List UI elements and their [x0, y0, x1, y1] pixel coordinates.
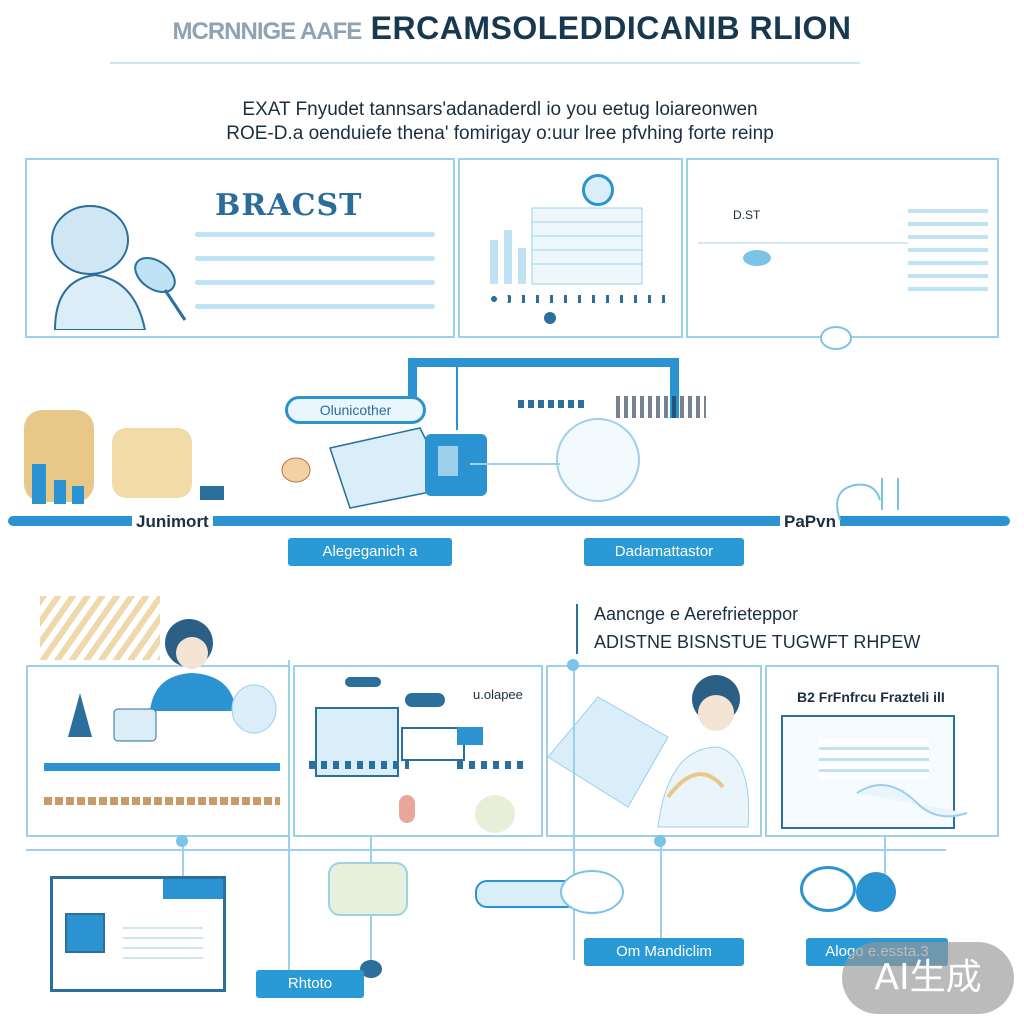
bottom-panel-3	[546, 665, 762, 837]
circle-icon	[856, 872, 896, 912]
top-panel-left: BRACST	[25, 158, 455, 338]
dot-row	[309, 761, 409, 769]
text-lines	[123, 919, 203, 959]
tag-left[interactable]: Alegeganich a	[288, 538, 452, 566]
connector	[670, 358, 679, 418]
node-dot	[567, 659, 579, 671]
text-lines	[819, 739, 929, 779]
top-panel-middle	[458, 158, 683, 338]
image-icon	[65, 913, 105, 953]
connector	[408, 358, 417, 408]
subtitle: EXAT Fnyudet tannsars'adanaderdl io you …	[150, 98, 850, 146]
text-line	[195, 256, 435, 261]
workspace-illustration-icon	[68, 619, 277, 742]
tag-bottom-left[interactable]: Rhtoto	[256, 970, 364, 998]
panel-label: B2 FrFnfrcu Frazteli ilI	[797, 689, 945, 705]
text-line	[195, 304, 435, 309]
reader-illustration-icon	[548, 675, 750, 828]
circle-icon	[475, 795, 515, 833]
dot-row	[457, 761, 527, 769]
folder-tab	[163, 879, 223, 899]
subtitle-line-1: EXAT Fnyudet tannsars'adanaderdl io you …	[242, 99, 758, 120]
capsule-icon	[399, 795, 415, 823]
text-line	[195, 280, 435, 285]
top-panel-right: D.ST	[686, 158, 999, 350]
folder-widget	[50, 876, 226, 992]
connector	[26, 849, 946, 851]
square-icon	[457, 727, 483, 745]
dot-row	[490, 295, 670, 303]
sketch-icon	[836, 478, 899, 521]
step-pill[interactable]: Olunicother	[285, 396, 426, 424]
node-dot	[176, 835, 188, 847]
bubble-icon	[560, 870, 624, 914]
circle-icon	[800, 866, 856, 912]
subtitle-line-2: ROE-D.a oenduiefe thena' fomirigay o:uur…	[226, 123, 774, 144]
toggle-icon	[405, 693, 445, 707]
connector	[456, 360, 458, 430]
middle-text-line-2: ADISTNE BISNSTUE TUGWFT RHPEW	[594, 632, 921, 652]
node-dot	[654, 835, 666, 847]
toggle-icon	[345, 677, 381, 687]
decor-lines	[40, 596, 160, 660]
node-icon	[360, 960, 382, 978]
ai-generated-badge: AI生成	[842, 942, 1014, 1014]
connector	[182, 837, 184, 877]
bottom-panel-4: B2 FrFnfrcu Frazteli ilI	[765, 665, 999, 837]
building-illustration-icon	[24, 410, 224, 504]
bottom-panel-2: u.olapee	[293, 665, 543, 837]
connector	[884, 837, 886, 877]
tag-right[interactable]: Dadamattastor	[584, 538, 744, 566]
mini-chart	[616, 396, 706, 418]
shelf-bar	[44, 763, 280, 771]
timeline-bar	[8, 516, 1010, 526]
circle-icon	[820, 326, 852, 350]
circle-icon	[582, 174, 614, 206]
divider	[576, 604, 578, 654]
table-lines	[908, 200, 988, 300]
panel-label: u.olapee	[473, 687, 523, 702]
box-icon	[401, 727, 465, 761]
connector	[408, 358, 678, 367]
title-prefix: MCRNNIGE AAFE	[172, 18, 363, 45]
title-divider	[110, 62, 860, 64]
node-icon	[743, 250, 771, 266]
dash-row	[518, 400, 588, 408]
divider	[698, 242, 918, 244]
title-main: ERCAMSOLEDDICANIB RLION	[370, 10, 852, 46]
node-dot	[544, 312, 556, 324]
panel-banner: BRACST	[215, 188, 363, 223]
globe-icon	[556, 418, 640, 502]
device-illustration-icon	[281, 427, 487, 509]
connector	[470, 463, 560, 465]
middle-text-line-1: Aancnge e Aerefrieteppor	[594, 604, 799, 624]
connector	[660, 837, 662, 947]
panel-small-label: D.ST	[733, 208, 761, 222]
connector	[573, 660, 575, 960]
device-icon	[328, 862, 408, 916]
bottom-panel-1	[26, 619, 290, 837]
timeline-label-right: PaPvn	[780, 512, 840, 532]
hands-icon	[856, 784, 968, 818]
page-title: MCRNNIGE AAFE ERCAMSOLEDDICANIB RLION	[0, 10, 1024, 47]
tag-bottom-middle[interactable]: Om Mandiclim	[584, 938, 744, 966]
timeline-label-left: Junimort	[132, 512, 213, 532]
connector	[288, 660, 290, 990]
person-illustration-icon	[51, 205, 187, 330]
text-line	[44, 797, 280, 805]
text-line	[195, 232, 435, 237]
bar-chart-icon	[490, 207, 643, 285]
